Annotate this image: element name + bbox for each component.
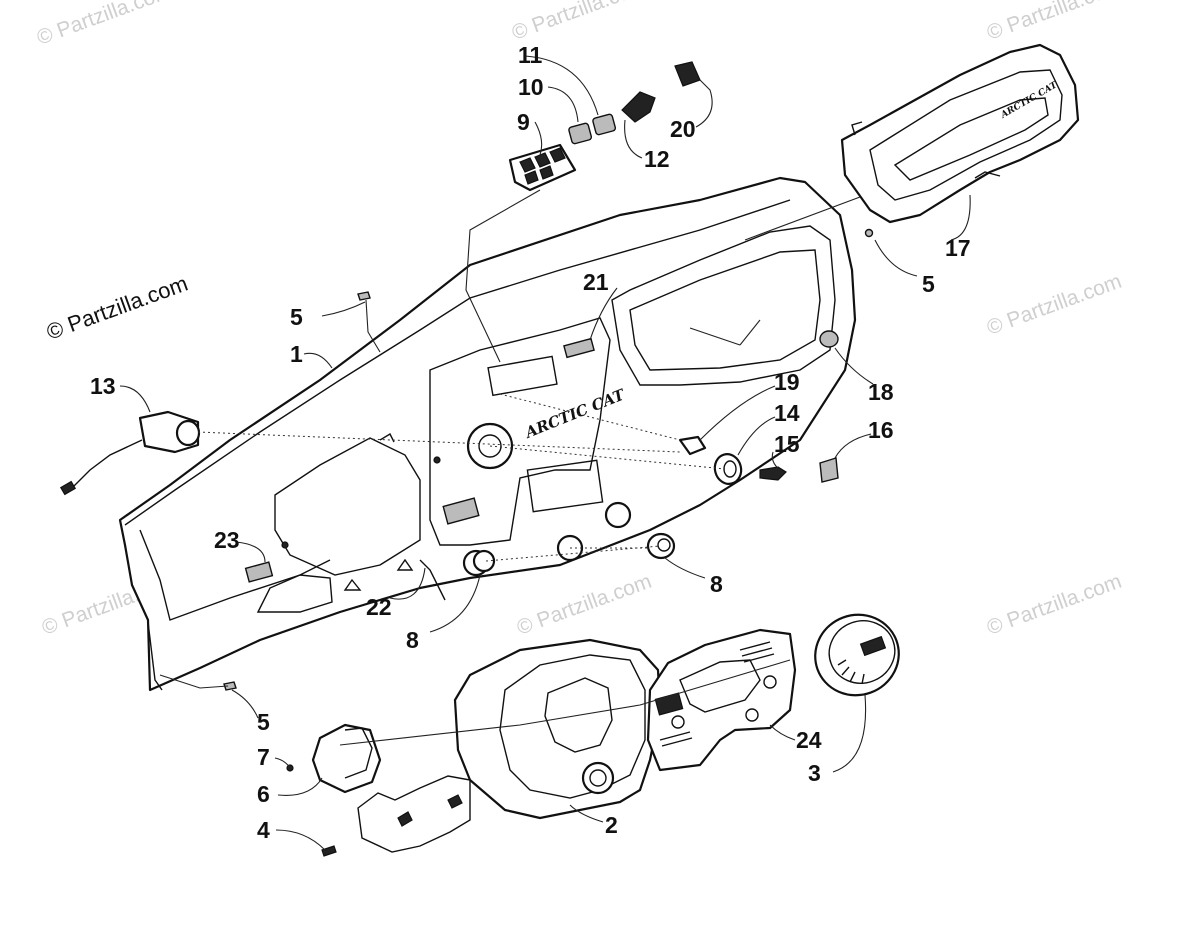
callout-7: 7 xyxy=(257,744,270,770)
callout-3: 3 xyxy=(808,760,821,786)
part-6-housing[interactable] xyxy=(311,723,382,794)
callout-5: 5 xyxy=(922,271,935,297)
callout-9: 9 xyxy=(517,109,530,135)
part-8-outlet-lower[interactable] xyxy=(472,549,496,573)
part-20-block[interactable] xyxy=(674,61,701,87)
callout-19: 19 xyxy=(774,369,800,395)
callout-4: 4 xyxy=(257,817,270,843)
watermark-text: © Partzilla.com xyxy=(514,570,655,640)
callout-24: 24 xyxy=(796,727,822,753)
callout-14: 14 xyxy=(774,400,800,426)
leader-lines xyxy=(119,55,971,851)
watermark-main: © Partzilla.com xyxy=(43,271,191,345)
callout-21: 21 xyxy=(583,269,609,295)
part-13-ignition-switch[interactable] xyxy=(59,410,201,496)
bracket-lower xyxy=(357,775,471,853)
part-10-switch[interactable] xyxy=(568,122,593,145)
callout-5: 5 xyxy=(257,709,270,735)
part-11-switch[interactable] xyxy=(592,113,617,136)
callout-8: 8 xyxy=(710,571,723,597)
part-24-face-plate[interactable] xyxy=(646,628,797,772)
watermark-text: © Partzilla.com xyxy=(34,0,175,50)
callout-13: 13 xyxy=(90,373,116,399)
part-4-screw[interactable] xyxy=(321,845,337,857)
part-9-switch-block[interactable] xyxy=(508,143,577,192)
part-19-plug[interactable] xyxy=(678,435,707,456)
part-16-knob[interactable] xyxy=(819,457,839,483)
watermark-text: © Partzilla.com xyxy=(984,270,1125,340)
part-5-screw-top[interactable] xyxy=(357,291,371,301)
callout-1: 1 xyxy=(290,341,303,367)
callout-10: 10 xyxy=(518,74,544,100)
callout-18: 18 xyxy=(868,379,894,405)
callout-20: 20 xyxy=(670,116,696,142)
watermark-text: © Partzilla.com xyxy=(984,0,1125,45)
part-1-dashboard[interactable]: ARCTIC CAT xyxy=(118,176,857,692)
callout-22: 22 xyxy=(366,594,392,620)
callout-23: 23 xyxy=(214,527,240,553)
callout-16: 16 xyxy=(868,417,894,443)
watermark-text: © Partzilla.com xyxy=(509,0,650,45)
part-15-key[interactable] xyxy=(759,466,787,481)
part-14-bezel-ring[interactable] xyxy=(712,451,745,487)
callout-17: 17 xyxy=(945,235,971,261)
part-22-grommet[interactable] xyxy=(419,559,446,601)
part-17-cover[interactable]: ARCTIC CAT xyxy=(840,43,1080,224)
part-8-outlet-upper[interactable] xyxy=(646,532,676,560)
part-5-screw-right[interactable] xyxy=(864,228,874,238)
part-5-screw-bottom[interactable] xyxy=(223,681,237,691)
part-18-grommet[interactable] xyxy=(819,330,839,348)
callout-5: 5 xyxy=(290,304,303,330)
watermark-text: © Partzilla.com xyxy=(984,570,1125,640)
callout-labels: 11 10 9 20 12 17 5 21 5 1 13 18 19 14 16… xyxy=(90,42,971,843)
callout-6: 6 xyxy=(257,781,270,807)
callout-12: 12 xyxy=(644,146,670,172)
part-2-bezel[interactable] xyxy=(453,638,662,820)
part-3-gauge[interactable] xyxy=(804,603,910,707)
callout-2: 2 xyxy=(605,812,618,838)
callout-8: 8 xyxy=(406,627,419,653)
callout-15: 15 xyxy=(774,431,800,457)
part-12-connector[interactable] xyxy=(621,91,656,123)
callout-11: 11 xyxy=(518,42,543,68)
